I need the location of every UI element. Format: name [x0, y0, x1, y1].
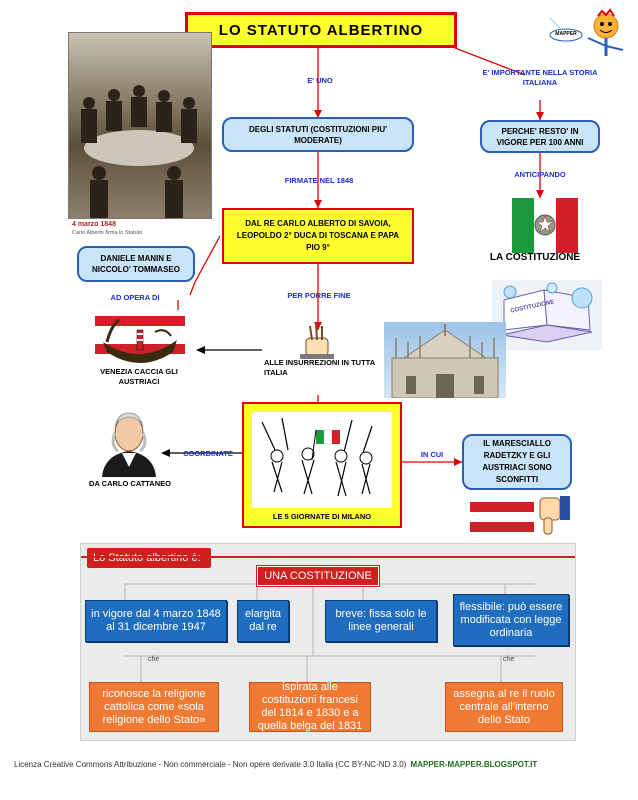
summary-panel: Lo Statuto albertino è: UNA COSTITUZIONE… [80, 543, 576, 741]
summary-card-religione: riconosce la religione cattolica come «s… [89, 682, 219, 732]
summary-card-re: assegna al re il ruolo centrale all'inte… [445, 682, 563, 732]
che-right: che [503, 656, 515, 663]
link-anticipando: ANTICIPANDO [514, 170, 566, 179]
link-e-importante: E' IMPORTANTE NELLA STORIA ITALIANA [482, 68, 598, 87]
summary-card-religione-text: riconosce la religione cattolica come «s… [102, 687, 206, 726]
summary-card-flessibile: flessibile: può essere modificata con le… [453, 594, 569, 646]
mapper-logo: MAPPER [548, 8, 628, 60]
summary-card-ispirata-text: ispirata alle costituzioni francesi del … [257, 681, 363, 732]
revolt-illustration [252, 412, 392, 508]
link-e-uno: E' UNO [307, 76, 333, 85]
footer: Licenza Creative Commons Attribuzione - … [14, 760, 626, 769]
link-coordinate: COORDINATE [183, 449, 233, 458]
node-statuti-text: DEGLI STATUTI (COSTITUZIONI PIU' MODERAT… [248, 124, 388, 145]
link-in-cui: IN CUI [420, 450, 444, 459]
link-per-porre: PER PORRE FINE [287, 291, 351, 300]
austria-flag-icon [470, 502, 534, 532]
austrian-flag [470, 502, 534, 532]
node-statuti: DEGLI STATUTI (COSTITUZIONI PIU' MODERAT… [222, 117, 414, 152]
node-firmatari-text: DAL RE CARLO ALBERTO DI SAVOIA, LEOPOLDO… [236, 219, 400, 252]
portrait-illustration [102, 412, 156, 477]
footer-site[interactable]: MAPPER-MAPPER.BLOGSPOT.IT [410, 760, 538, 769]
signing-photo [68, 32, 212, 219]
summary-center: UNA COSTITUZIONE [257, 566, 379, 586]
summary-card-re-text: assegna al re il ruolo centrale all'inte… [453, 687, 555, 726]
signing-scene-illustration [81, 85, 197, 218]
summary-card-vigore-text: in vigore dal 4 marzo 1848 al 31 dicembr… [91, 608, 221, 633]
title-box: LO STATUTO ALBERTINO [185, 12, 457, 48]
summary-card-flessibile-text: flessibile: può essere modificata con le… [459, 600, 563, 639]
caption-cattaneo: DA CARLO CATTANEO [89, 479, 171, 488]
summary-card-elargita-text: elargita dal re [244, 608, 282, 633]
duomo-image [384, 322, 506, 399]
link-firmate: FIRMATE NEL 1848 [284, 176, 354, 185]
italian-flag [512, 198, 578, 253]
caption-insurrezioni: ALLE INSURREZIONI IN TUTTA ITALIA [264, 358, 375, 377]
thumbs-down-icon [536, 494, 572, 536]
summary-card-breve: breve: fissa solo le linee generali [325, 600, 437, 642]
summary-card-elargita: elargita dal re [237, 600, 289, 642]
summary-card-vigore: in vigore dal 4 marzo 1848 al 31 dicembr… [85, 600, 227, 642]
che-left: che [148, 656, 160, 663]
node-firmatari: DAL RE CARLO ALBERTO DI SAVOIA, LEOPOLDO… [222, 208, 414, 264]
photo-caption-text: Carlo Alberto firma lo Statuto [72, 230, 143, 236]
node-cinque-giornate: LE 5 GIORNATE DI MILANO [242, 402, 402, 528]
summary-header-rule [81, 556, 575, 558]
summary-card-breve-text: breve: fissa solo le linee generali [335, 608, 427, 633]
fist-icon [300, 323, 334, 359]
node-manin-text: DANIELE MANIN E NICCOLO' TOMMASEO [92, 254, 180, 274]
mapper-mascot-icon [549, 8, 624, 56]
node-perche-text: PERCHE' RESTO' IN VIGORE PER 100 ANNI [496, 126, 584, 147]
venezia-image [95, 312, 185, 366]
node-maresciallo: IL MARESCIALLO RADETZKY E GLI AUSTRIACI … [462, 434, 572, 490]
link-ad-opera: AD OPERA DI [110, 293, 160, 302]
summary-header: Lo Statuto albertino è: [87, 548, 211, 568]
page-title: LO STATUTO ALBERTINO [218, 21, 424, 39]
book-icon [501, 282, 593, 343]
cattaneo-portrait [98, 405, 160, 477]
summary-header-text: Lo Statuto albertino è: [93, 552, 201, 564]
caption-costituzione: LA COSTITUZIONE [489, 252, 581, 263]
node-manin: DANIELE MANIN E NICCOLO' TOMMASEO [77, 246, 195, 282]
constitution-book-image: COSTITUZIONE [492, 280, 602, 350]
caption-venezia: VENEZIA CACCIA GLI AUSTRIACI [100, 367, 178, 386]
node-maresciallo-text: IL MARESCIALLO RADETZKY E GLI AUSTRIACI … [482, 439, 552, 484]
mapper-logo-text: MAPPER [555, 31, 577, 37]
cathedral-illustration [391, 324, 499, 399]
caption-cinque-giornate: LE 5 GIORNATE DI MILANO [272, 512, 372, 521]
node-perche: PERCHE' RESTO' IN VIGORE PER 100 ANNI [480, 120, 600, 153]
gondola-illustration [95, 316, 185, 363]
summary-card-ispirata: ispirata alle costituzioni francesi del … [249, 681, 371, 732]
flag-emblem-icon [512, 198, 578, 253]
summary-center-text: UNA COSTITUZIONE [264, 570, 372, 582]
crowd-icon [261, 417, 373, 497]
photo-caption-date: 4 marzo 1848 [72, 221, 116, 228]
insurrezioni-image [296, 323, 340, 360]
footer-license: Licenza Creative Commons Attribuzione - … [14, 760, 407, 769]
